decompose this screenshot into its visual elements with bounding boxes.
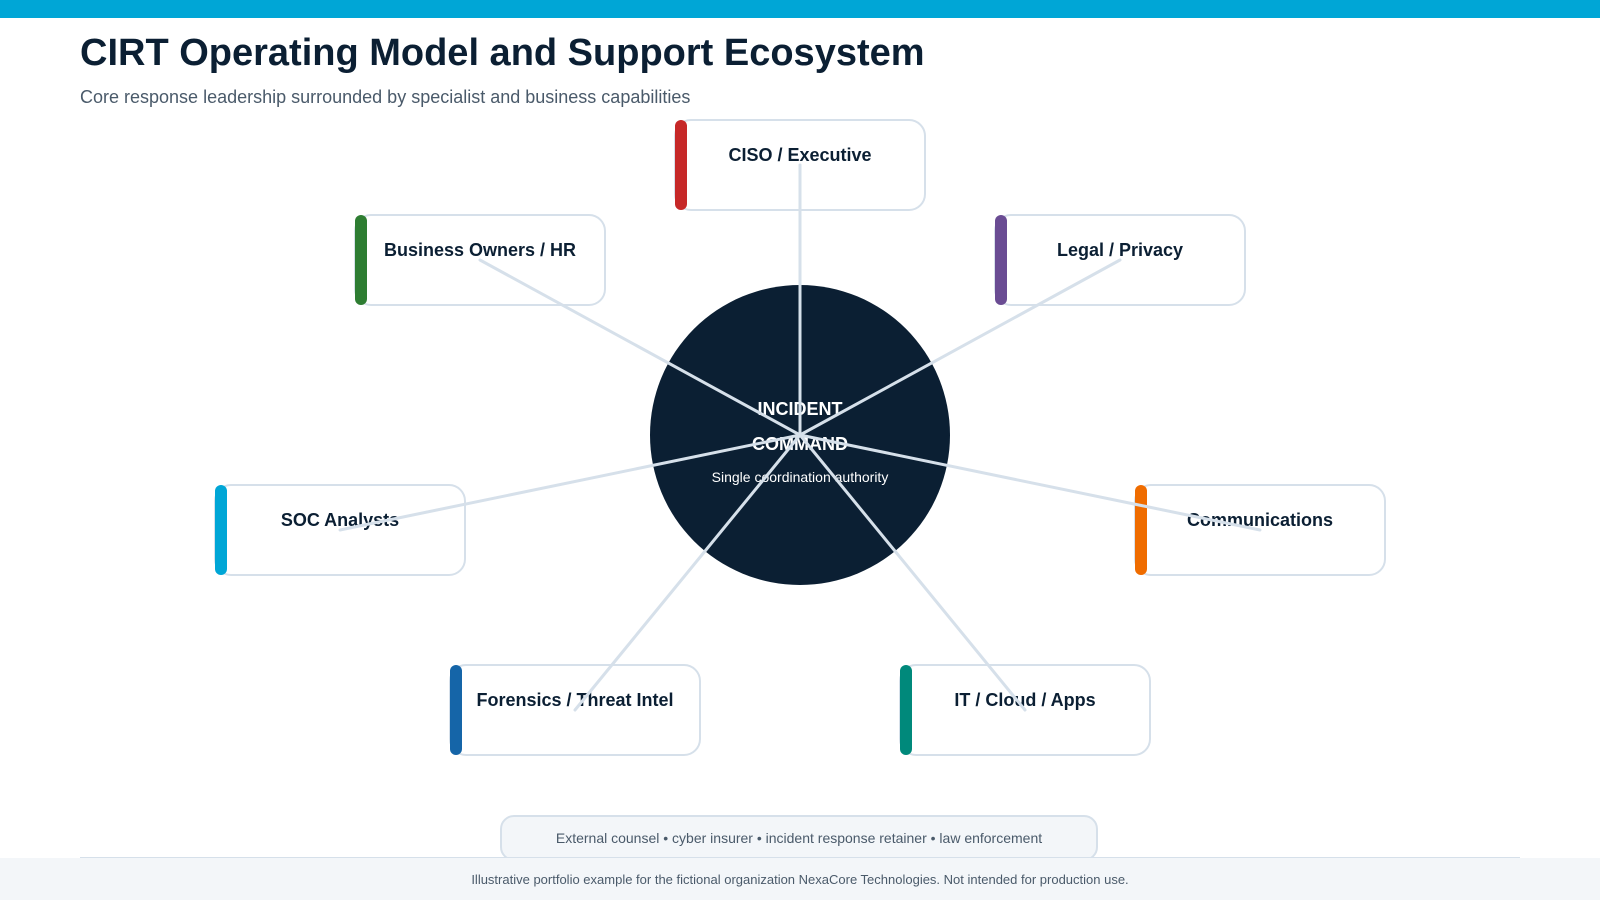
connector-communications (798, 433, 1262, 532)
footer-divider (80, 857, 1520, 858)
node-label: CISO / Executive (728, 145, 871, 165)
node-accent-bar (900, 665, 912, 755)
node-accent-bar (1135, 485, 1147, 575)
node-accent-bar (215, 485, 227, 575)
external-partners-box: External counsel • cyber insurer • incid… (500, 815, 1098, 861)
hub-subtitle: Single coordination authority (712, 469, 889, 485)
footer-disclaimer: Illustrative portfolio example for the f… (0, 858, 1600, 900)
node-accent-bar (450, 665, 462, 755)
connectors (338, 163, 1262, 712)
page-title: CIRT Operating Model and Support Ecosyst… (80, 32, 925, 74)
connector-legal-privacy (798, 258, 1122, 437)
node-label: Communications (1187, 510, 1333, 530)
node-accent-bar (675, 120, 687, 210)
node-label: Forensics / Threat Intel (476, 690, 673, 710)
node-label: IT / Cloud / Apps (954, 690, 1095, 710)
connector-forensics-threat-intel (573, 433, 802, 712)
node-label: Business Owners / HR (384, 240, 576, 260)
connector-soc-analysts (338, 433, 802, 532)
connector-it-cloud-apps (798, 433, 1027, 712)
connector-business-owners-hr (478, 258, 802, 437)
node-label: Legal / Privacy (1057, 240, 1183, 260)
node-accent-bar (995, 215, 1007, 305)
page-subtitle: Core response leadership surrounded by s… (80, 87, 691, 107)
node-accent-bar (355, 215, 367, 305)
accent-top-bar (0, 0, 1600, 18)
